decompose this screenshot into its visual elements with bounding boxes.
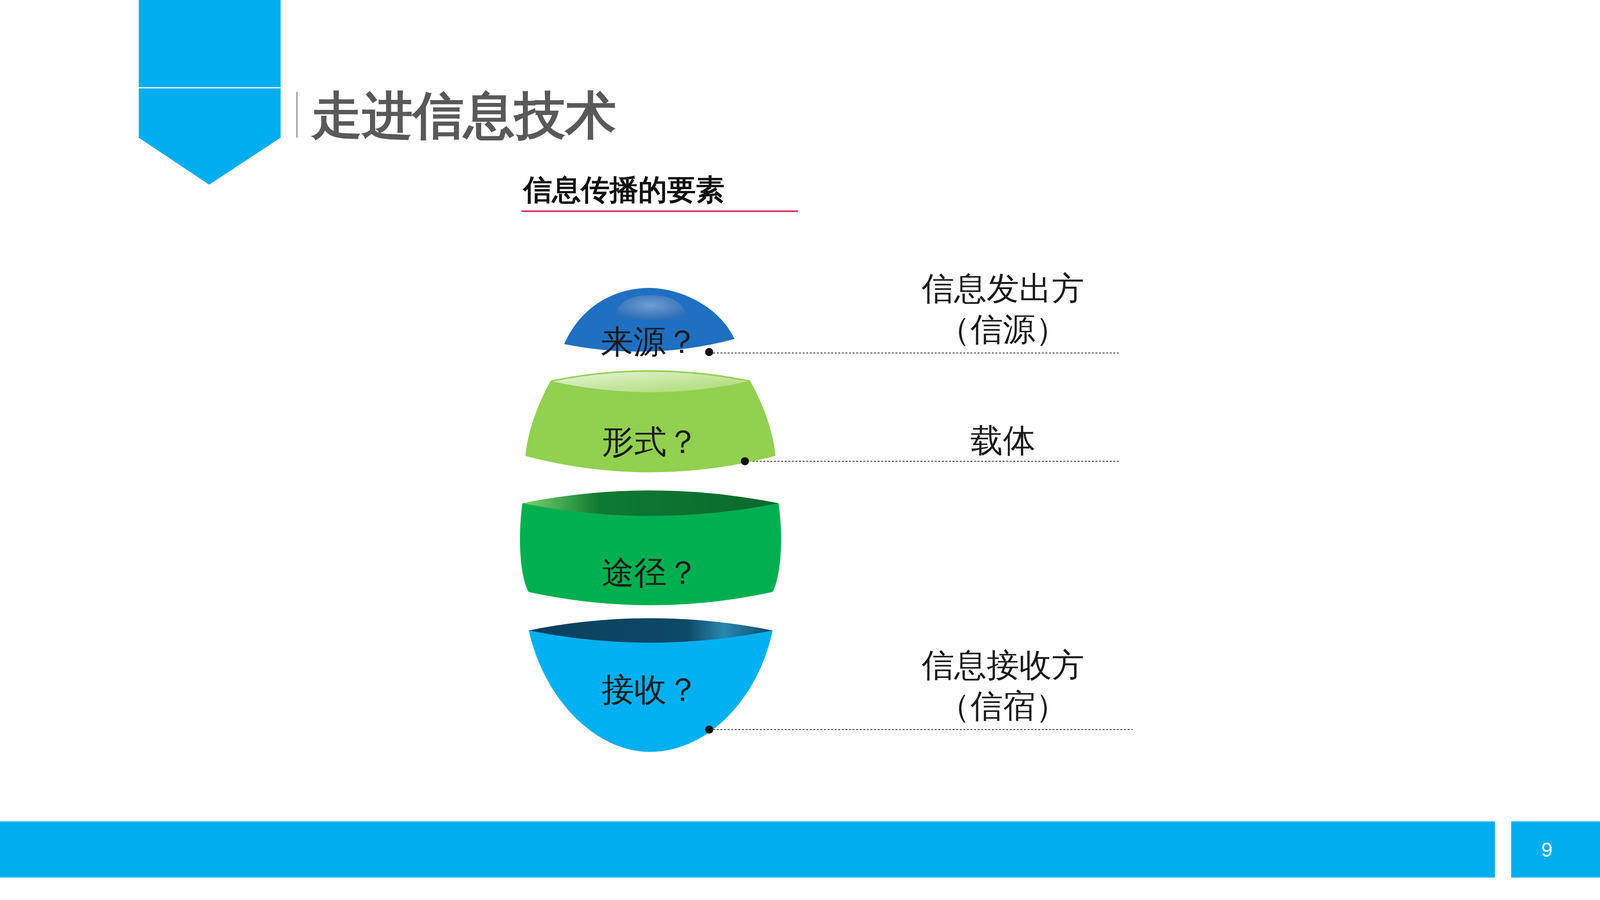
- tab-divider: [138, 87, 281, 89]
- section-heading: 信息传播的要素: [523, 172, 725, 208]
- form-slice: 形式？: [525, 362, 776, 477]
- leader-dot: [740, 457, 750, 466]
- slice-label: 形式？: [525, 422, 776, 462]
- slice-label: 接收？: [528, 670, 773, 710]
- annotation: 载体: [900, 420, 1105, 462]
- page-number: 9: [1516, 837, 1578, 863]
- title-wrap: 走进信息技术: [311, 83, 617, 148]
- page-title: 走进信息技术: [311, 83, 617, 148]
- label-wrap: 9: [1516, 837, 1578, 863]
- receiver-slice: 接收？: [528, 612, 773, 753]
- footer-bar: [0, 821, 1495, 878]
- annotation: 信息发出方 （信源）: [900, 268, 1105, 350]
- slice-surface: [520, 502, 782, 605]
- leader-line: [713, 352, 1120, 354]
- leader-line: [749, 460, 1120, 462]
- label-wrap: 信息发出方 （信源）: [900, 268, 1105, 350]
- source-slice: 来源？: [564, 287, 735, 362]
- leader-line: [713, 729, 1133, 730]
- subtitle-underline: [521, 210, 798, 213]
- label-wrap: 信息接收方 （信宿）: [900, 645, 1105, 727]
- header-tab: [138, 0, 281, 185]
- leader-dot: [705, 347, 714, 357]
- slice-label: 来源？: [564, 322, 735, 362]
- label-wrap: 信息传播的要素: [523, 172, 725, 208]
- slice-surface: [528, 630, 773, 752]
- slice-surface: [525, 370, 776, 473]
- path-slice: 途径？: [520, 487, 781, 613]
- page-number-box: [1511, 821, 1600, 878]
- slice-label: 途径？: [520, 552, 781, 593]
- leader-dot: [705, 725, 714, 734]
- slice-shape: [520, 487, 781, 613]
- slice-surface: [552, 372, 748, 393]
- label-wrap: 载体: [900, 420, 1105, 462]
- slice-surface: [615, 295, 687, 321]
- annotation: 信息接收方 （信宿）: [900, 645, 1105, 727]
- slice-surface: [522, 490, 779, 516]
- slice-surface: [528, 618, 773, 643]
- title-bar: [296, 91, 298, 138]
